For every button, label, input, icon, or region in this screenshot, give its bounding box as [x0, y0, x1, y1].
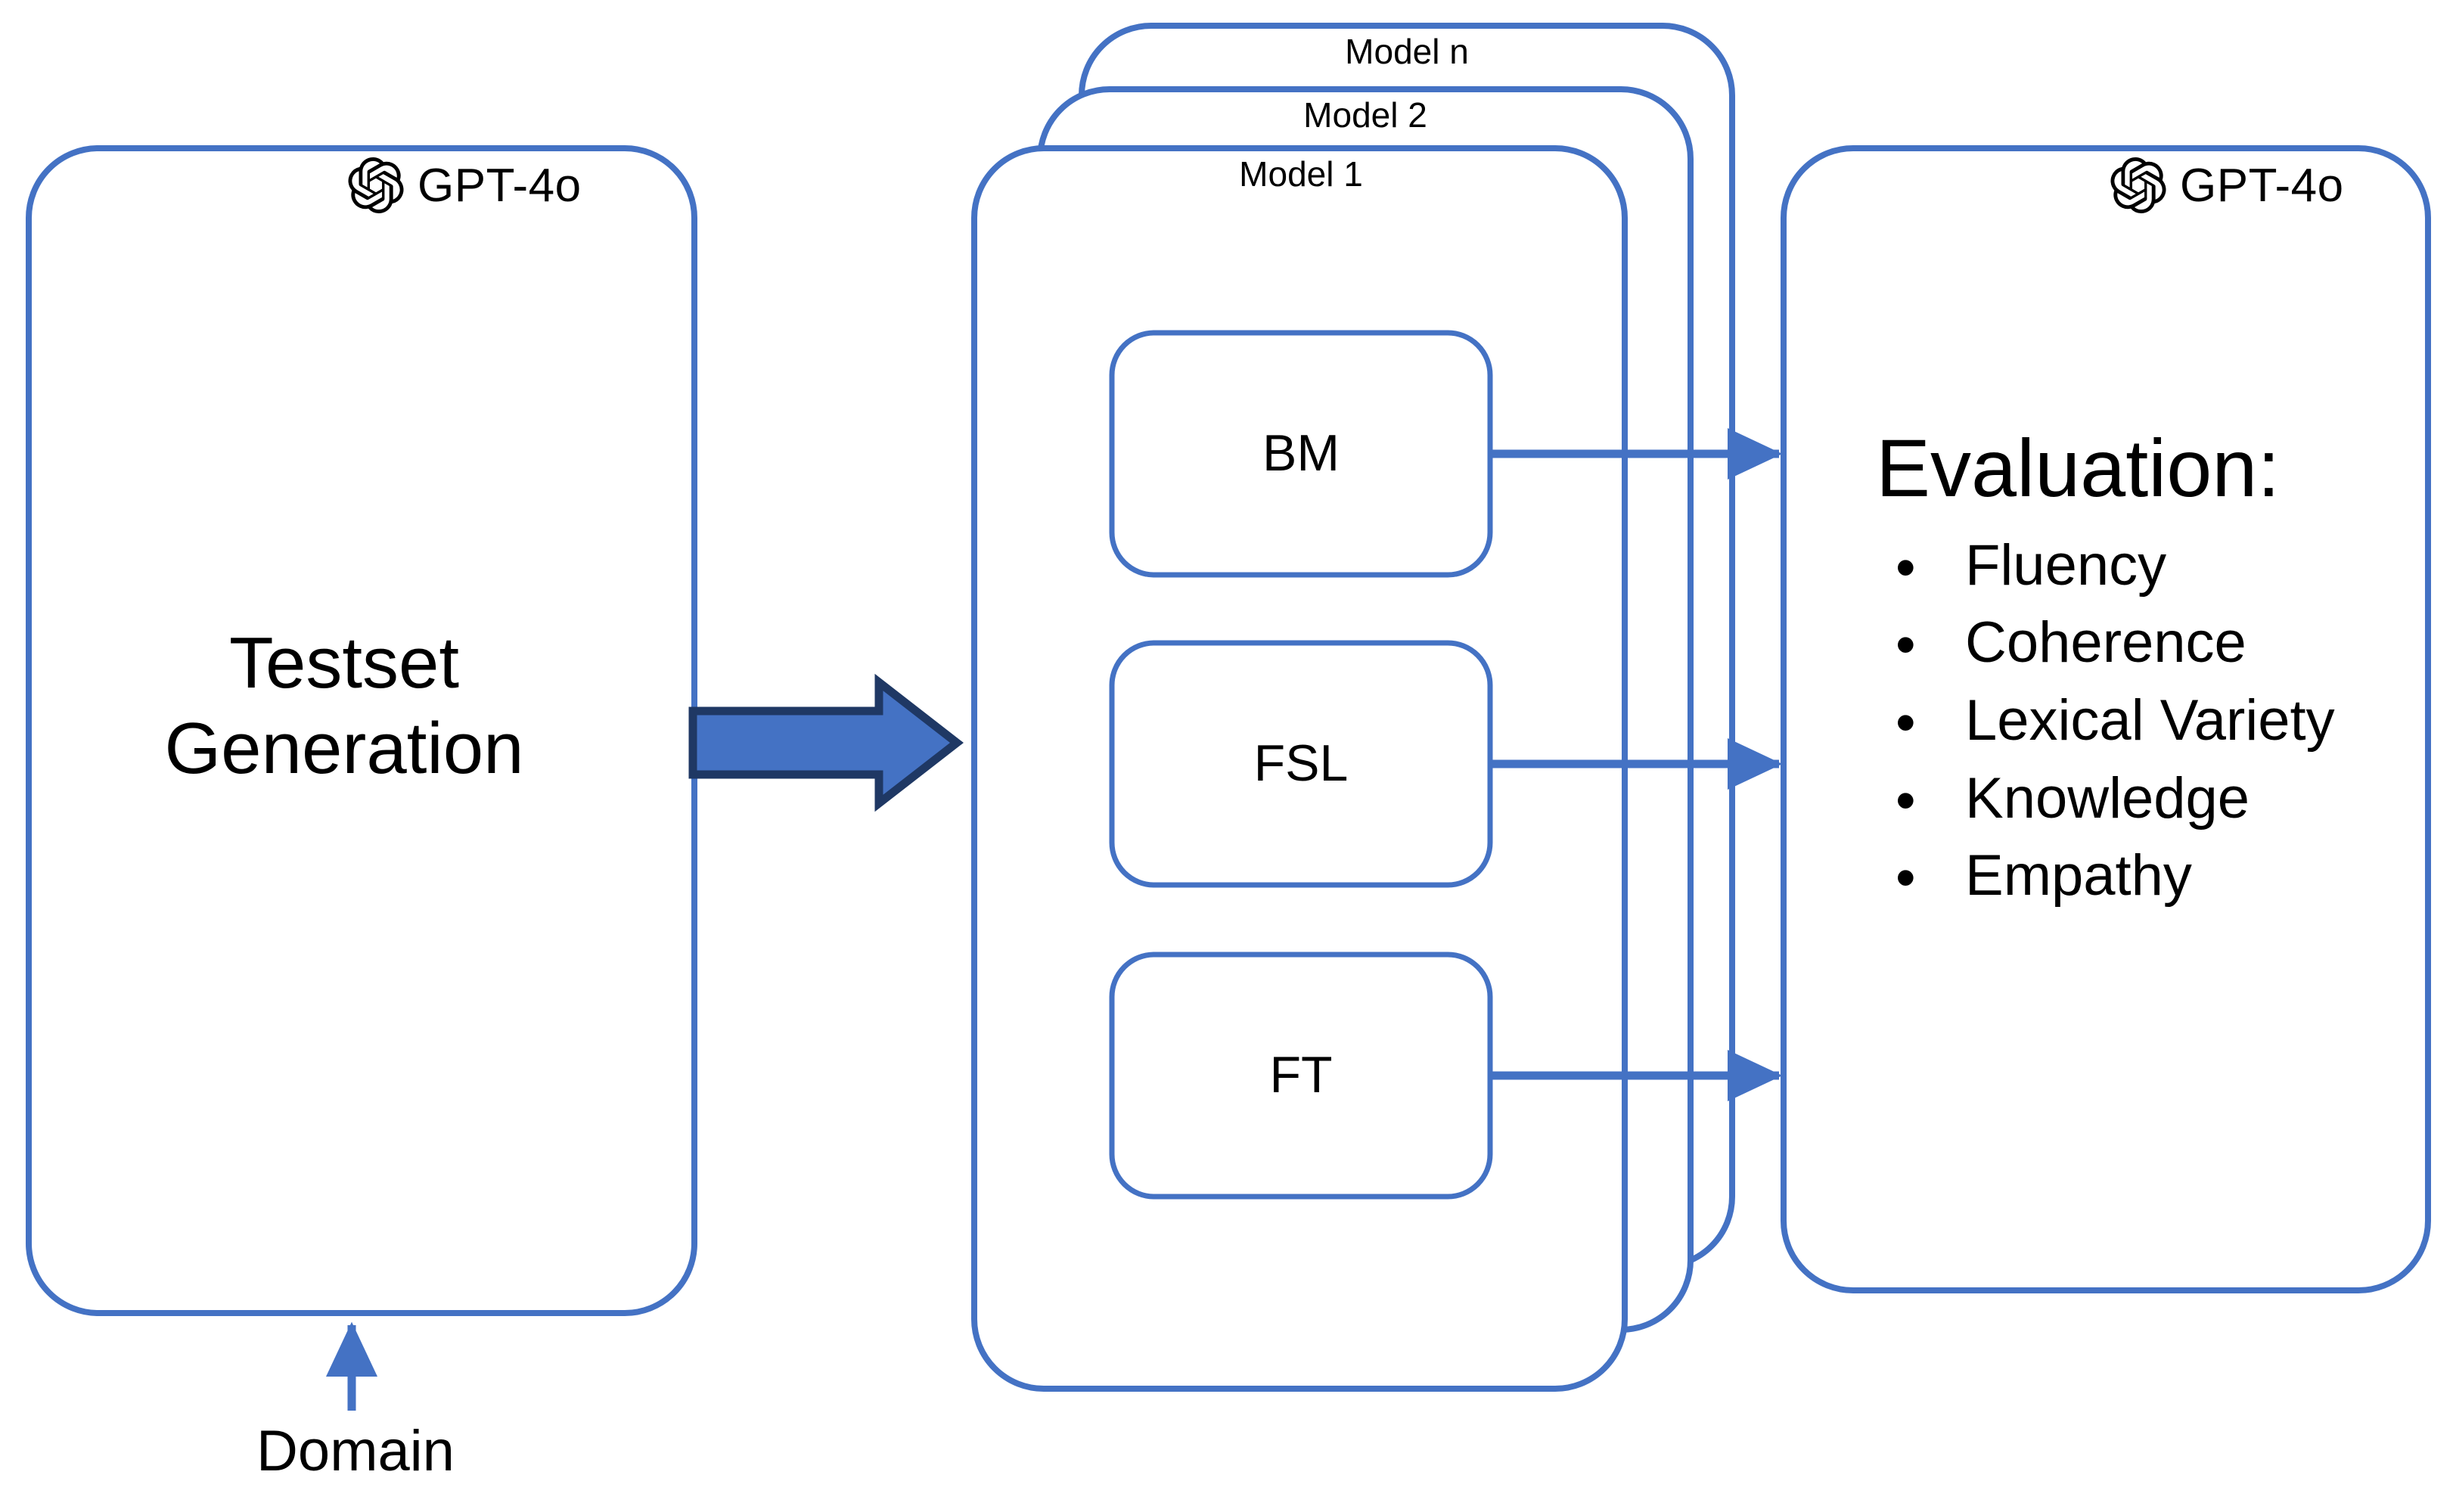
bullet-icon: • [1896, 846, 1916, 911]
left-panel-gpt-label: GPT-4o [418, 159, 582, 212]
evaluation-criterion-fluency: • Fluency [1876, 527, 2436, 605]
testset-generation-line2: Generation [164, 708, 524, 790]
model-card-1-title: Model 1 [1239, 154, 1363, 194]
evaluation-criterion-label: Knowledge [1965, 765, 2250, 831]
bullet-icon: • [1896, 691, 1916, 756]
evaluation-content: Evaluation: • Fluency • Coherence • Lexi… [1876, 422, 2436, 915]
evaluation-criterion-label: Fluency [1965, 532, 2167, 598]
flow-block-arrow [688, 673, 964, 812]
testset-generation-line1: Testset [228, 622, 460, 703]
evaluation-criterion-label: Coherence [1965, 610, 2246, 675]
testset-generation-title: Testset Generation [45, 620, 643, 792]
bullet-icon: • [1896, 613, 1916, 678]
evaluation-criterion-label: Empathy [1965, 843, 2192, 908]
evaluation-criteria-list: • Fluency • Coherence • Lexical Variety … [1876, 527, 2436, 915]
method-label-ft: FT [1269, 1046, 1333, 1104]
evaluation-title: Evaluation: [1876, 422, 2281, 514]
method-label-fsl: FSL [1253, 734, 1349, 792]
left-panel-gpt-badge: GPT-4o [348, 157, 582, 213]
evaluation-criterion-knowledge: • Knowledge [1876, 760, 2436, 838]
openai-logo-icon [2110, 157, 2166, 213]
evaluation-criterion-coherence: • Coherence [1876, 604, 2436, 682]
domain-label: Domain [256, 1419, 455, 1483]
model-card-n-title: Model n [1345, 32, 1469, 71]
method-label-bm: BM [1262, 424, 1340, 482]
evaluation-criterion-empathy: • Empathy [1876, 837, 2436, 915]
bullet-icon: • [1896, 535, 1916, 600]
evaluation-criterion-label: Lexical Variety [1965, 688, 2335, 753]
eval-panel-gpt-badge: GPT-4o [2110, 157, 2344, 213]
model-card-2-title: Model 2 [1303, 95, 1427, 135]
openai-logo-icon [348, 157, 404, 213]
evaluation-criterion-lexical-variety: • Lexical Variety [1876, 682, 2436, 760]
model-card-2[interactable] [1037, 86, 1694, 1333]
eval-panel-gpt-label: GPT-4o [2180, 159, 2344, 212]
bullet-icon: • [1896, 768, 1916, 833]
